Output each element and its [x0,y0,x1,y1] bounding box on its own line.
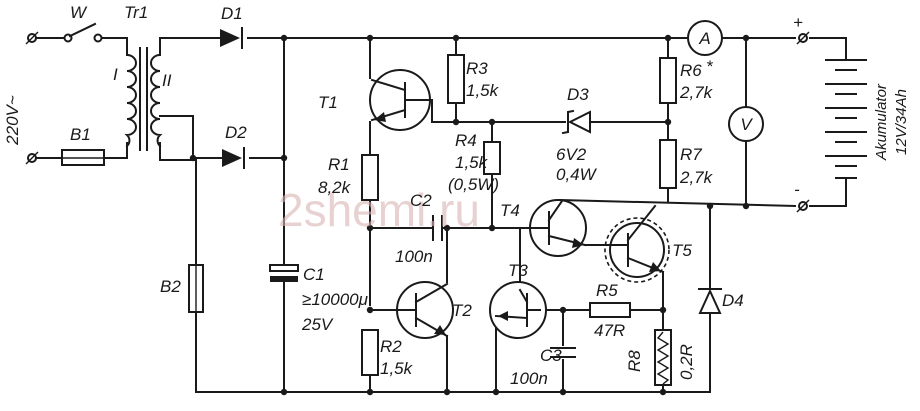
secondary-label: II [162,71,172,90]
transistor-t3 [489,281,547,339]
r4-value1: 1,5k [455,153,489,172]
fuse1-label: B1 [70,125,91,144]
transistor-t2 [396,281,454,393]
switch-w [63,22,103,43]
transistor-t5 [604,204,670,283]
r7-label: R7 [680,145,702,164]
r3-label: R3 [466,59,488,78]
transformer-tr1 [124,47,163,151]
svg-text:A: A [698,29,710,48]
r2-label: R2 [380,337,402,356]
transformer-label: Tr1 [124,3,148,22]
resistor-r2 [361,329,379,376]
t2-label: T2 [452,301,472,320]
c3-value: 100n [510,369,548,388]
capacitor-c3 [550,347,576,358]
minus-label: - [794,180,800,199]
plus-label: + [793,13,803,32]
r5-value: 47R [594,321,625,340]
resistor-r6 [659,57,677,104]
labels: 220V~ W Tr1 I II B1 B2 D1 D2 C1 ≥10000μ … [3,3,910,388]
resistor-r5 [589,302,631,318]
resistor-r8 [654,329,672,386]
switch-label: W [70,3,88,22]
diode-d2 [222,147,245,169]
r6-label: R6 [680,61,702,80]
c2-label: C2 [410,191,432,210]
t3-label: T3 [508,261,528,280]
resistor-r3 [447,54,465,104]
battery [825,59,867,179]
t5-label: T5 [672,241,692,260]
r6-value: 2,7k [679,83,714,102]
diode-d1 [220,27,243,49]
r1-label: R1 [328,155,350,174]
d1-label: D1 [221,4,243,23]
resistor-r4 [483,141,501,175]
resistor-r7 [659,139,677,189]
capacitor-c2 [432,215,443,241]
r1-value: 8,2k [318,178,352,197]
d3-value2: 0,4W [556,165,598,184]
t1-label: T1 [318,93,338,112]
mains-label: 220V~ [3,95,22,146]
d4-label: D4 [722,291,744,310]
t4-label: T4 [500,201,520,220]
svg-text:V: V [740,115,753,134]
r8-label: R8 [625,350,644,372]
r6-star: * [706,57,714,76]
watermark: 2shemi.ru [278,184,480,236]
r7-value: 2,7k [679,168,714,187]
ammeter: A [687,20,723,56]
fuse2-label: B2 [160,277,181,296]
zener-d3 [561,109,591,135]
primary-label: I [113,65,118,84]
r3-value: 1,5k [466,81,500,100]
c1-value2: 25V [301,315,334,334]
d3-value1: 6V2 [556,145,587,164]
diode-d4 [698,288,722,314]
transistor-t4 [519,199,587,257]
d2-label: D2 [225,123,247,142]
c1-label: C1 [303,265,325,284]
junction-dots [189,34,750,396]
d3-label: D3 [567,85,589,104]
battery-label2: 12V/34Ah [893,89,910,155]
battery-label1: Akumulator [873,83,890,161]
c2-value: 100n [395,247,433,266]
c1-value1: ≥10000μ [302,290,369,309]
r2-value: 1,5k [380,359,414,378]
r4-label: R4 [455,131,477,150]
terminals [25,31,810,213]
r8-value: 0,2R [677,344,696,380]
c3-label: C3 [540,346,562,365]
r4-value2: (0,5W) [448,175,499,194]
transistor-t1 [369,69,433,131]
voltmeter: V [728,106,764,142]
capacitor-c1 [269,264,299,282]
r5-label: R5 [596,281,618,300]
resistor-r1 [361,154,379,201]
